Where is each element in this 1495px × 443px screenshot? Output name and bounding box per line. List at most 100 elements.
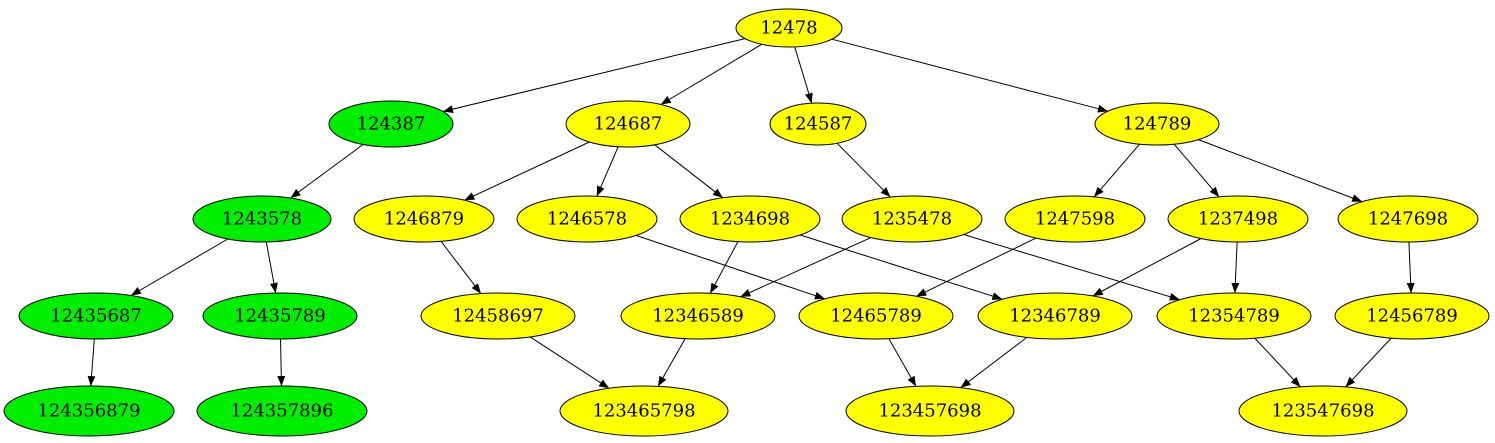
edge-line [277, 338, 286, 387]
node-label: 124587 [784, 114, 853, 135]
edge-line [800, 234, 1003, 300]
edge-12478-124387 [442, 38, 746, 114]
node-label: 124789 [1123, 114, 1192, 135]
node-1234698: 1234698 [679, 195, 821, 243]
edge-1237498-12346789 [1092, 238, 1202, 297]
node-label: 124687 [594, 114, 663, 135]
node-label: 123547698 [1271, 401, 1374, 422]
edge-line [960, 337, 1028, 389]
node-12478: 12478 [735, 8, 843, 48]
node-ellipse [3, 385, 175, 437]
node-label: 123465798 [592, 401, 695, 422]
node-ellipse [1334, 292, 1490, 340]
edge-12354789-123547698 [1254, 337, 1301, 388]
node-12458697: 12458697 [420, 292, 576, 340]
node-ellipse [1167, 195, 1309, 243]
node-label: 123457698 [878, 401, 981, 422]
edge-line [130, 238, 229, 296]
node-ellipse [328, 100, 454, 148]
node-label: 124356879 [37, 401, 140, 422]
node-12456789: 12456789 [1334, 292, 1490, 340]
node-label: 12346589 [652, 306, 744, 327]
edge-line [1231, 241, 1240, 294]
edge-line [963, 234, 1180, 301]
edge-1235478-12354789 [963, 234, 1180, 301]
edge-line [836, 142, 891, 198]
node-ellipse [845, 385, 1015, 437]
node-label: 12354789 [1188, 306, 1280, 327]
edge-line [660, 43, 762, 105]
edge-line [1198, 139, 1363, 203]
edge-line [831, 38, 1109, 113]
edge-124687-1234698 [654, 144, 724, 199]
edge-124789-1247598 [1093, 143, 1140, 198]
node-1243578: 1243578 [192, 195, 332, 243]
node-ellipse [735, 8, 843, 48]
node-ellipse [841, 195, 983, 243]
node-ellipse [1094, 102, 1220, 146]
node-12435687: 12435687 [18, 292, 174, 340]
edge-line [442, 38, 746, 114]
node-ellipse [559, 385, 729, 437]
node-label: 12456789 [1366, 306, 1458, 327]
node-ellipse [202, 292, 358, 340]
edge-line [265, 241, 278, 294]
node-label: 12435789 [234, 306, 326, 327]
edge-line [1406, 241, 1415, 294]
node-ellipse [798, 292, 954, 340]
node-124687: 124687 [565, 100, 691, 148]
node-ellipse [192, 195, 332, 243]
edge-line [1092, 238, 1202, 297]
node-label: 12435687 [50, 306, 142, 327]
node-124357896: 124357896 [196, 385, 368, 437]
edge-12478-124587 [794, 46, 813, 104]
node-ellipse [977, 292, 1133, 340]
node-123465798: 123465798 [559, 385, 729, 437]
edge-12435789-124357896 [277, 338, 286, 387]
node-1247598: 1247598 [1004, 195, 1146, 243]
edge-12346789-123457698 [960, 337, 1028, 389]
edge-line [915, 237, 1037, 297]
node-1235478: 1235478 [841, 195, 983, 243]
edge-12456789-123547698 [1345, 337, 1392, 388]
edge-1234698-12346589 [709, 241, 739, 294]
edge-1246578-12465789 [635, 234, 825, 300]
edge-1234698-12346789 [800, 234, 1003, 300]
node-1246578: 1246578 [516, 195, 658, 243]
edge-12435687-124356879 [87, 338, 96, 387]
edge-line [529, 336, 610, 389]
edge-124687-1246578 [596, 146, 619, 197]
edge-line [1345, 337, 1392, 388]
node-label: 1246578 [547, 209, 627, 230]
node-ellipse [196, 385, 368, 437]
edge-line [709, 241, 739, 294]
edge-124687-1246879 [464, 141, 590, 201]
edges-layer [87, 38, 1415, 389]
node-ellipse [18, 292, 174, 340]
edge-1247698-12456789 [1406, 241, 1415, 294]
edge-124789-1247698 [1198, 139, 1363, 203]
node-ellipse [1004, 195, 1146, 243]
node-ellipse [516, 195, 658, 243]
edge-124789-1237498 [1173, 143, 1220, 198]
node-label: 12465789 [830, 306, 922, 327]
node-12346789: 12346789 [977, 292, 1133, 340]
edge-12478-124789 [831, 38, 1109, 113]
edge-line [1093, 143, 1140, 198]
node-124387: 124387 [328, 100, 454, 148]
node-label: 1247698 [1368, 209, 1448, 230]
node-label: 124357896 [230, 401, 333, 422]
node-ellipse [565, 100, 691, 148]
nodes-layer: 12478 124387 124687 124587 124789 1243578 1246… [3, 8, 1490, 437]
edge-12458697-123465798 [529, 336, 610, 389]
node-label: 1246879 [384, 209, 464, 230]
node-1247698: 1247698 [1337, 195, 1479, 243]
node-12346589: 12346589 [620, 292, 776, 340]
edge-line [464, 141, 590, 201]
node-label: 1237498 [1198, 209, 1278, 230]
edge-line [290, 144, 364, 199]
edge-line [635, 234, 825, 300]
edge-12346589-123465798 [657, 338, 686, 387]
edge-line [654, 144, 724, 199]
